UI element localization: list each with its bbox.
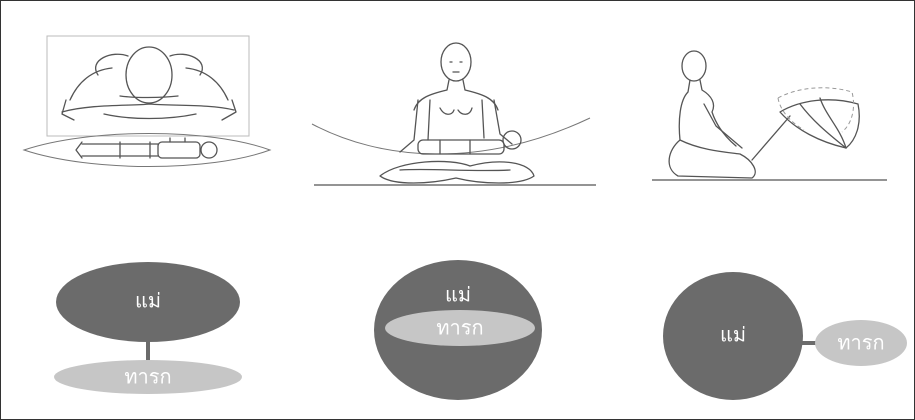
adult-head — [126, 47, 172, 103]
illustration-1-box — [47, 36, 249, 136]
diagram-3-baby-beside: แม่ ทารก — [663, 272, 907, 400]
baby-label: ทารก — [436, 316, 483, 340]
lying-baby-figure — [76, 138, 217, 158]
diagram-1-baby-below: แม่ ทารก — [54, 262, 242, 394]
lens-outline — [24, 134, 270, 167]
crossed-legs — [380, 161, 534, 183]
adult-head — [682, 51, 706, 81]
support-arc — [312, 118, 590, 154]
illustration-seated-holding — [312, 43, 596, 185]
illustration-bending-over — [24, 36, 270, 167]
diagram-2-baby-inside: แม่ ทารก — [374, 260, 542, 400]
adult-front — [700, 80, 736, 146]
umbrella-figure — [752, 88, 859, 160]
kneeling-legs — [669, 140, 755, 178]
mother-label: แม่ — [445, 283, 471, 307]
adult-arm — [704, 104, 742, 148]
adult-left-shoulder — [96, 54, 128, 75]
adult-head — [441, 43, 471, 81]
adult-arms — [62, 104, 234, 112]
baby-label: ทารก — [124, 365, 171, 389]
mother-label: แม่ — [135, 289, 161, 313]
adult-right-shoulder — [170, 54, 202, 75]
illustration-kneeling-umbrella — [652, 51, 887, 180]
held-baby-figure — [418, 131, 521, 154]
adult-back — [679, 80, 690, 140]
baby-label: ทารก — [837, 331, 884, 355]
mother-label: แม่ — [720, 323, 746, 347]
